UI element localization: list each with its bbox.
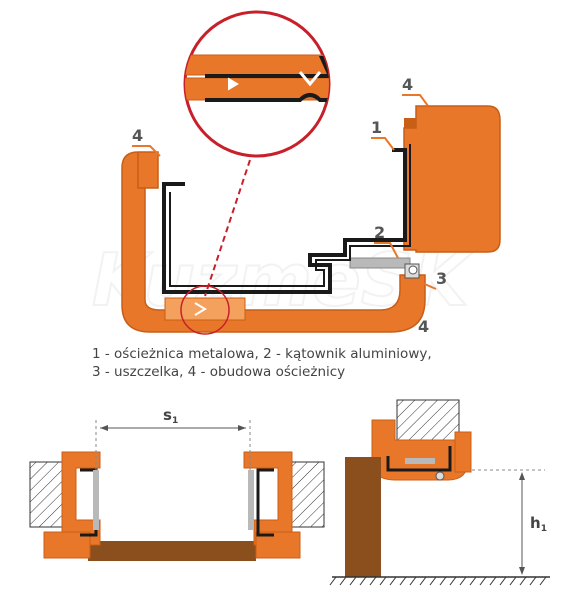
angle-h xyxy=(405,458,435,464)
legend-line-2: 3 - uszczelka, 4 - obudowa ościeżnicy xyxy=(92,364,346,380)
seal xyxy=(404,263,420,279)
callout-4-top-right: 4 xyxy=(402,75,413,94)
s-arrow-right xyxy=(238,425,246,431)
casing-slot-notch xyxy=(194,302,207,316)
casing-s-left-base xyxy=(43,531,91,559)
dim-h-label: h1 xyxy=(530,514,547,534)
angle-s-right xyxy=(248,470,254,530)
seal-h xyxy=(435,471,445,481)
wall-right xyxy=(289,461,325,528)
zoom-leader-line xyxy=(204,159,251,297)
ground-hatch xyxy=(329,576,547,586)
casing-h-right xyxy=(454,431,472,473)
wall-left xyxy=(29,461,65,528)
callout-3: 3 xyxy=(436,269,447,288)
legend-line-1: 1 - ościeżnica metalowa, 2 - kątownik al… xyxy=(92,346,432,362)
width-view: s1 xyxy=(29,406,325,561)
aluminium-angle xyxy=(349,257,411,269)
casing-right xyxy=(403,105,501,253)
zoom-detail xyxy=(180,10,331,335)
wood-post xyxy=(345,457,381,577)
callouts: 4 4 1 2 3 4 xyxy=(132,75,447,336)
s-arrow-left xyxy=(100,425,108,431)
metal-frame xyxy=(162,148,407,294)
callout-2: 2 xyxy=(374,223,385,242)
dim-s-label: s1 xyxy=(163,406,178,426)
h-arrow-bottom xyxy=(519,567,525,575)
casing-left xyxy=(121,151,426,333)
frame-s-right xyxy=(256,468,274,537)
angle-s-left xyxy=(93,470,99,530)
callout-1: 1 xyxy=(371,118,382,137)
callout-4-left: 4 xyxy=(132,126,143,145)
metal-frame-inner xyxy=(169,144,411,287)
casing-s-right-base xyxy=(255,531,301,559)
h-arrow-top xyxy=(519,472,525,480)
callout-4-bottom: 4 xyxy=(418,317,429,336)
main-cross-section xyxy=(121,105,501,333)
height-view: h1 xyxy=(329,399,550,586)
wall-top xyxy=(396,399,460,441)
wood-sill xyxy=(88,541,256,561)
casing-right-lip xyxy=(404,118,416,128)
zoom-target-circle xyxy=(180,285,230,335)
frame-h xyxy=(386,446,452,472)
